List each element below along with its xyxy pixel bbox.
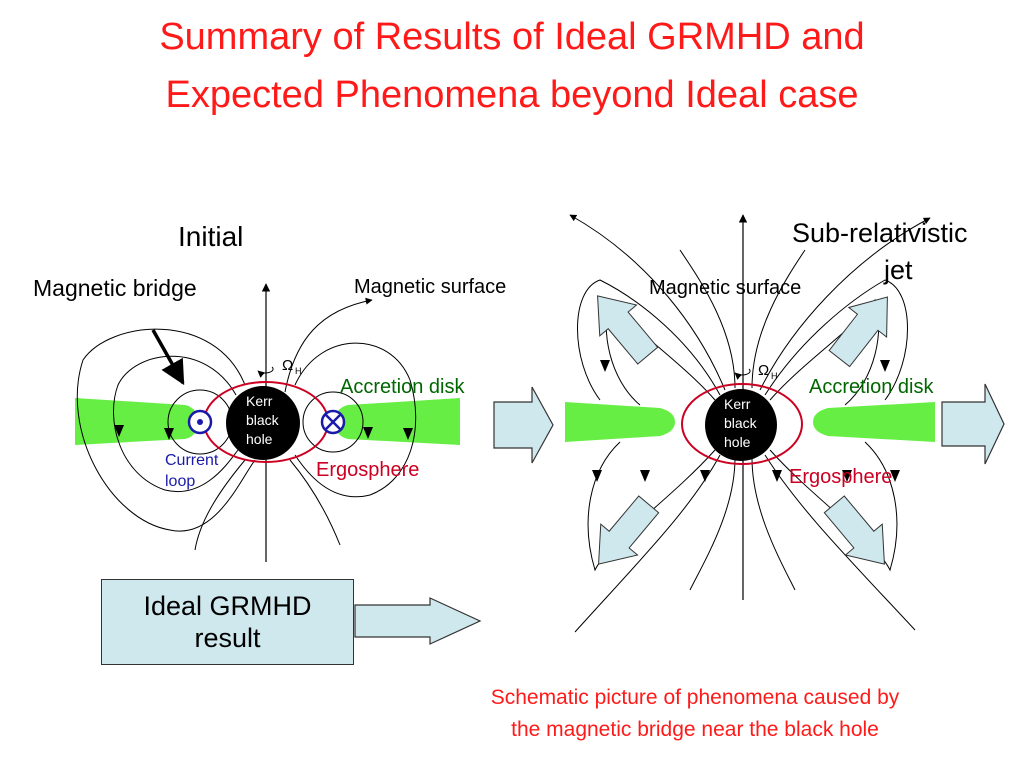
right-field-arrow-2 [640, 470, 650, 482]
left-ergosphere-label: Ergosphere [316, 459, 419, 481]
left-lower-field-left [194, 459, 246, 551]
right-field-lower-4 [769, 441, 898, 572]
left-omega-symbol: Ω [282, 357, 293, 374]
right-field-arrow-6 [890, 470, 900, 482]
left-magnetic-surface-line [284, 297, 373, 393]
right-field-upper-4 [764, 279, 908, 401]
left-accretion-disk-left [75, 398, 198, 445]
current-loop-label-1: Current [165, 452, 219, 469]
right-accretion-disk-left [565, 402, 675, 442]
right-kerr-black-hole [705, 389, 777, 461]
right-panel: Kerr black hole Ω H Sub-relativistic jet… [565, 214, 968, 633]
transition-arrow-left [493, 386, 554, 464]
right-loop-field-left [302, 391, 364, 453]
left-lower-field-right [289, 459, 341, 546]
right-ergosphere-label: Ergosphere [789, 466, 892, 488]
left-field-arrow-2 [164, 428, 174, 440]
current-loop-label-2: loop [165, 473, 195, 490]
left-omega-subscript: H [295, 366, 302, 376]
left-magnetic-surface-label: Magnetic surface [354, 276, 506, 298]
left-kerr-label-2: black [246, 412, 280, 428]
left-kerr-black-hole [226, 386, 300, 460]
right-accretion-disk-label: Accretion disk [809, 376, 934, 398]
jet-arrow-lower-left [598, 495, 660, 565]
right-omega-subscript: H [771, 371, 778, 381]
right-field-arrow-1 [592, 470, 602, 482]
left-kerr-label-3: hole [246, 431, 273, 447]
result-box-line-1: Ideal GRMHD [143, 591, 312, 621]
initial-label: Initial [178, 221, 243, 252]
right-loop-field-outer [294, 342, 417, 498]
ideal-grmhd-result-box: Ideal GRMHD result [101, 579, 354, 665]
magnetic-bridge-label: Magnetic bridge [33, 275, 197, 301]
right-kerr-label-1: Kerr [724, 396, 751, 412]
current-out-icon [187, 409, 213, 435]
jet-label-1: Sub-relativistic [792, 218, 968, 248]
left-accretion-disk-label: Accretion disk [340, 376, 465, 398]
right-rotation-icon [734, 368, 751, 380]
left-accretion-disk-right [335, 398, 460, 445]
left-field-arrow-3 [363, 427, 373, 439]
right-accretion-disk-right [813, 402, 935, 442]
left-bridge-field-outer [76, 328, 256, 532]
right-field-upper-2 [759, 217, 931, 391]
right-field-arrow-7 [600, 360, 610, 372]
right-omega-symbol: Ω [758, 362, 769, 379]
right-field-lower-5 [689, 457, 736, 591]
right-ergosphere [681, 383, 803, 465]
transition-arrow-right [941, 383, 1005, 465]
right-field-upper-7 [679, 249, 736, 389]
left-field-arrow-1 [114, 425, 124, 437]
result-box-line-2: result [194, 623, 261, 653]
left-kerr-label-1: Kerr [246, 393, 273, 409]
left-rotation-icon [257, 366, 274, 378]
right-kerr-label-3: hole [724, 434, 751, 450]
jet-arrow-upper-left [597, 295, 659, 365]
right-field-lower-1 [574, 454, 721, 633]
slide-title-line-2: Expected Phenomena beyond Ideal case [165, 74, 859, 116]
bridge-pointer-arrow [151, 329, 185, 386]
right-field-arrow-8 [880, 360, 890, 372]
caption-line-2: the magnetic bridge near the black hole [511, 718, 879, 741]
left-bridge-field-inner [113, 355, 239, 493]
right-field-arrow-3 [700, 470, 710, 482]
result-arrow [354, 597, 482, 645]
right-magnetic-surface-label: Magnetic surface [649, 277, 801, 299]
caption-line-1: Schematic picture of phenomena caused by [490, 686, 900, 709]
slide-title-line-1: Summary of Results of Ideal GRMHD and [159, 16, 865, 58]
left-field-arrow-4 [403, 428, 413, 440]
right-field-arrow-4 [772, 470, 782, 482]
left-panel: Kerr black hole Ω H Initial Magnetic bri… [33, 221, 506, 562]
right-field-upper-8 [751, 249, 806, 389]
jet-arrow-lower-right [823, 495, 885, 565]
current-in-icon [320, 409, 346, 435]
jet-arrow-upper-right [828, 296, 888, 368]
jet-label-2: jet [883, 255, 913, 285]
right-field-upper-1 [569, 214, 726, 391]
right-field-arrow-5 [842, 470, 852, 482]
right-kerr-label-2: black [724, 415, 758, 431]
right-field-upper-3 [577, 279, 721, 401]
right-field-lower-6 [751, 457, 796, 591]
